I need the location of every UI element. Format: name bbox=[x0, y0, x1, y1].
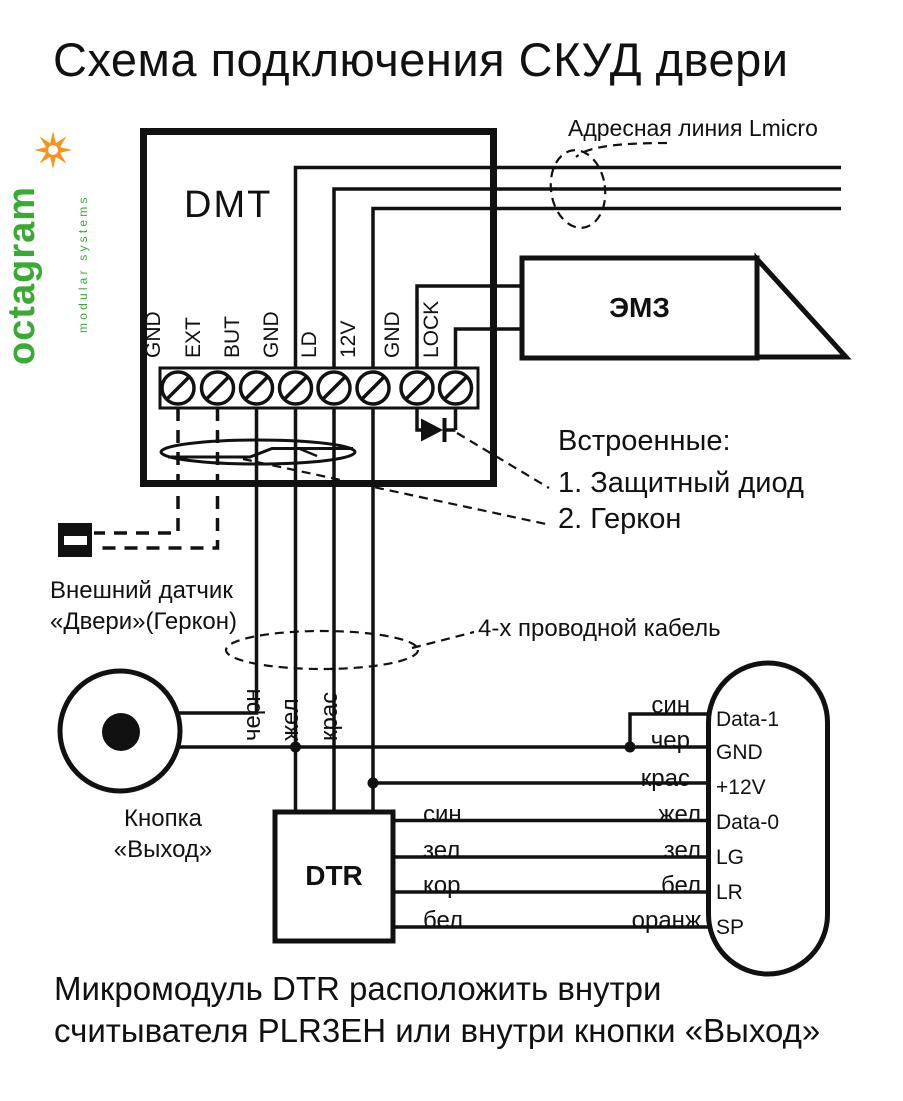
footnote-line-2: считывателя PLR3EH или внутри кнопки «Вы… bbox=[54, 1012, 821, 1049]
terminal-label-gnd1: GND bbox=[142, 311, 165, 358]
door-sensor-label-1: Внешний датчик bbox=[50, 577, 233, 604]
terminal-label-12v: 12V bbox=[337, 320, 360, 358]
dtr-wire-right-1: жел bbox=[658, 801, 701, 828]
logo-tagline: modular systems bbox=[76, 194, 90, 333]
dtr-wire-right-3: бел bbox=[660, 872, 701, 899]
wire-label-yellow: жел bbox=[277, 698, 304, 741]
address-wire-2 bbox=[332, 187, 841, 368]
terminal-label-lock: LOCK bbox=[419, 300, 443, 358]
wire-label-black: черн bbox=[238, 688, 266, 741]
emz-label: ЭМЗ bbox=[609, 292, 670, 323]
address-wire-3 bbox=[371, 206, 841, 368]
dtr-outline bbox=[272, 809, 396, 944]
reader-pin-sp: SP bbox=[716, 916, 745, 939]
but-wire bbox=[177, 408, 259, 715]
lock-wire bbox=[453, 327, 522, 368]
footnote-line-1: Микромодуль DTR расположить внутри bbox=[54, 970, 662, 1007]
address-line-ellipse bbox=[549, 149, 607, 229]
emz-box bbox=[519, 255, 760, 361]
wire-label-red-12v: крас bbox=[640, 765, 690, 792]
reader-pin-gnd: GND bbox=[716, 741, 763, 764]
terminal-label-but: BUT bbox=[220, 316, 244, 358]
page-title: Схема подключения СКУД двери bbox=[53, 33, 789, 86]
dtr-label: DTR bbox=[305, 860, 363, 891]
exit-button-label-1: Кнопка bbox=[124, 805, 202, 832]
dmt-internal-wires bbox=[293, 165, 841, 368]
address-line-label: Адресная линия Lmicro bbox=[568, 115, 818, 141]
dtr-wire-left-2: зел bbox=[423, 837, 461, 864]
terminal-label-gnd3: GND bbox=[381, 311, 404, 358]
emz-wedge bbox=[754, 252, 852, 360]
dtr-wire-left-3: кор bbox=[423, 872, 461, 899]
builtin-title: Встроенные: bbox=[558, 425, 731, 457]
exit-button-symbol bbox=[57, 668, 183, 794]
data1-wire bbox=[628, 712, 708, 747]
dtr-wires bbox=[395, 818, 708, 929]
lock-gnd-wire bbox=[415, 284, 522, 368]
octagram-star-icon bbox=[34, 131, 72, 169]
reed-leader bbox=[242, 457, 547, 526]
reader-pin-data0: Data-0 bbox=[716, 811, 780, 834]
terminal-label-ext: EXT bbox=[181, 317, 205, 358]
address-leader bbox=[575, 141, 668, 158]
diode-symbol bbox=[415, 408, 458, 442]
builtin-item-reed: 2. Геркон bbox=[558, 503, 682, 535]
dtr-wire-right-4: оранж bbox=[631, 907, 701, 934]
address-wire-1 bbox=[293, 165, 841, 368]
dtr-wire-left-4: бел bbox=[423, 907, 464, 934]
door-sensor-wires bbox=[94, 408, 220, 550]
diode-leader bbox=[456, 432, 550, 489]
exit-button-label-2: «Выход» bbox=[113, 836, 213, 863]
reader-outline bbox=[706, 660, 830, 977]
reader-pin-12v: +12V bbox=[716, 776, 766, 799]
wire-label-black-gnd: чер bbox=[650, 727, 690, 754]
junction-dots bbox=[290, 741, 636, 789]
reader-pin-data1: Data-1 bbox=[716, 708, 780, 731]
dmt-box bbox=[140, 128, 497, 487]
cable-ellipse bbox=[224, 629, 420, 671]
wire-label-blue-data1: син bbox=[651, 692, 690, 719]
terminal-screws bbox=[160, 370, 474, 406]
cable-leader bbox=[411, 630, 475, 650]
reader-pin-lg: LG bbox=[716, 846, 745, 869]
door-sensor-label-2: «Двери»(Геркон) bbox=[50, 608, 237, 635]
terminal-label-ld: LD bbox=[298, 331, 321, 358]
logo-brand: octagram bbox=[1, 185, 43, 365]
door-sensor-symbol bbox=[58, 523, 92, 557]
reader-pin-lr: LR bbox=[716, 881, 743, 904]
terminal-label-gnd2: GND bbox=[259, 311, 283, 358]
cable-label: 4-х проводной кабель bbox=[478, 615, 721, 642]
dtr-wire-right-2: зел bbox=[663, 837, 701, 864]
builtin-item-diode: 1. Защитный диод bbox=[558, 467, 804, 499]
dmt-label: DMT bbox=[184, 184, 273, 226]
callout-marks bbox=[224, 141, 668, 671]
wire-label-red: крас bbox=[316, 691, 343, 741]
dtr-wire-left-1: син bbox=[423, 801, 462, 828]
